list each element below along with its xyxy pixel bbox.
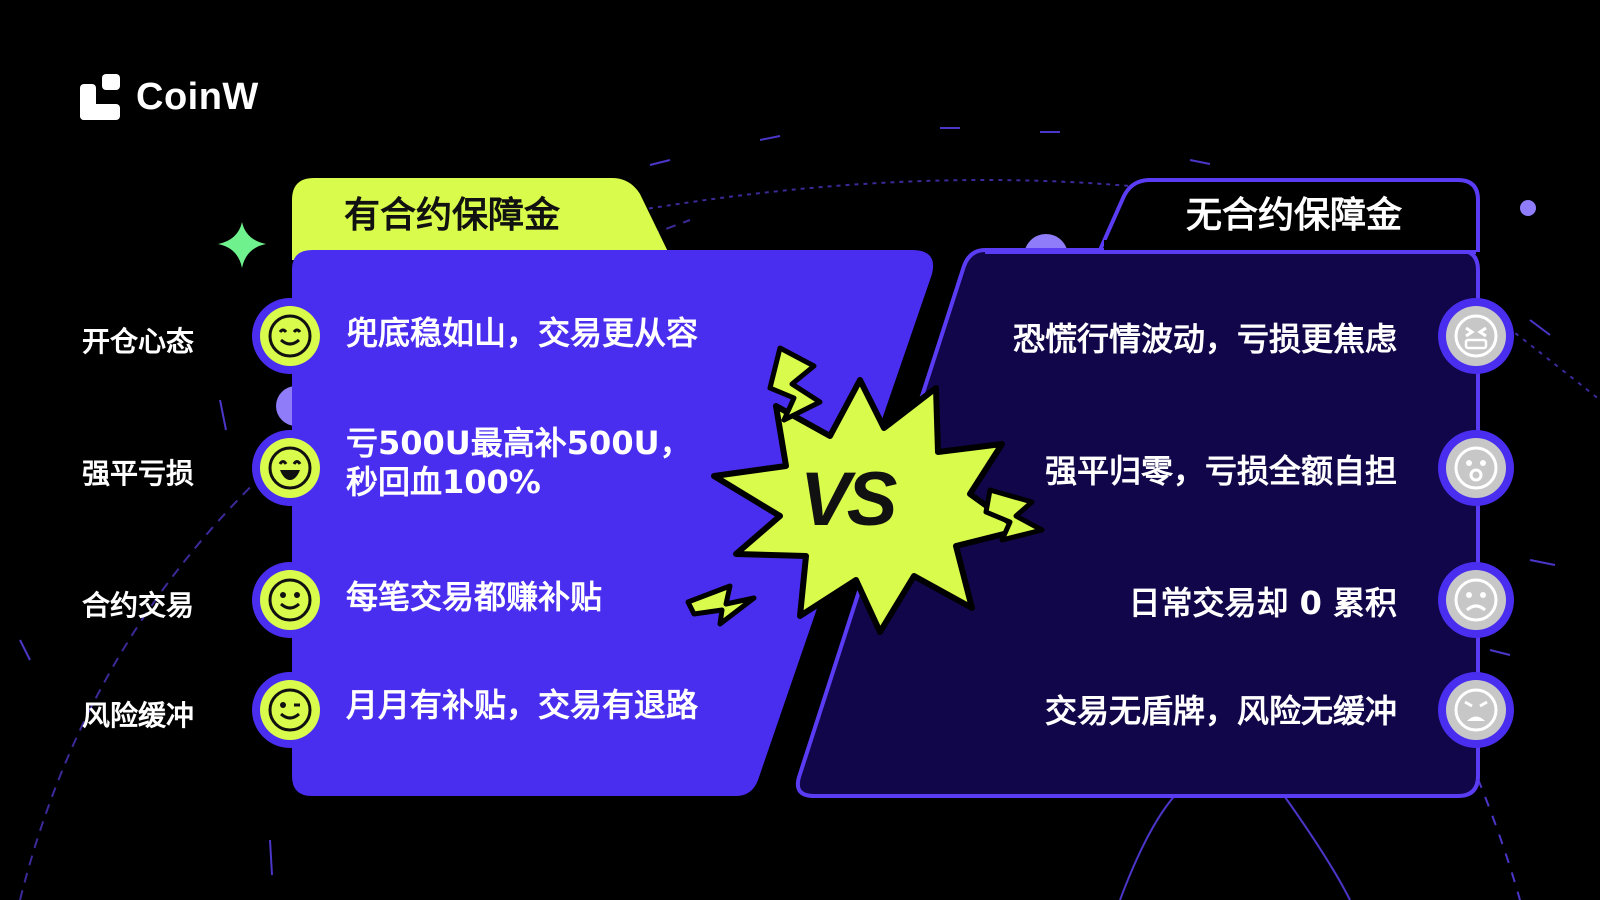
lightning-icon [767, 345, 823, 423]
vs-burst [685, 345, 1045, 635]
right-tab-title: 无合约保障金 [1186, 195, 1403, 236]
row-label-liquidation: 强平亏损 [82, 457, 195, 490]
frown-icon [1438, 562, 1514, 638]
vs-text: VS [800, 457, 897, 542]
shocked-icon [1438, 430, 1514, 506]
left-item-4-text: 月月有补贴，交易有退路 [346, 686, 699, 724]
coinw-logo-icon [80, 74, 120, 120]
lightning-icon [983, 487, 1045, 543]
grimace-icon [1438, 298, 1514, 374]
brand-name: CoinW [136, 75, 259, 118]
left-item-2-text: 亏500U最高补500U， 秒回血100% [346, 424, 692, 502]
sad-angry-icon [1438, 672, 1514, 748]
right-item-3-text: 日常交易却 0 累积 [1128, 584, 1397, 622]
left-item-1-text: 兜底稳如山，交易更从容 [346, 314, 699, 352]
row-label-risk-buffer: 风险缓冲 [82, 699, 195, 732]
row-label-mindset: 开仓心态 [82, 325, 195, 358]
grin-icon [252, 430, 328, 506]
left-tab-title: 有合约保障金 [344, 195, 561, 236]
smile-icon [252, 562, 328, 638]
brand-logo: CoinW [80, 74, 259, 120]
right-item-1-text: 恐慌行情波动，亏损更焦虑 [1012, 320, 1397, 358]
sparkle-icon [218, 222, 266, 268]
row-label-trading: 合约交易 [82, 589, 195, 622]
right-item-4-text: 交易无盾牌，风险无缓冲 [1044, 692, 1397, 730]
lightning-icon [685, 583, 757, 627]
wink-icon [252, 672, 328, 748]
left-item-3-text: 每笔交易都赚补贴 [346, 578, 603, 616]
smile-happy-icon [252, 298, 328, 374]
right-item-2-text: 强平归零，亏损全额自担 [1044, 452, 1397, 490]
